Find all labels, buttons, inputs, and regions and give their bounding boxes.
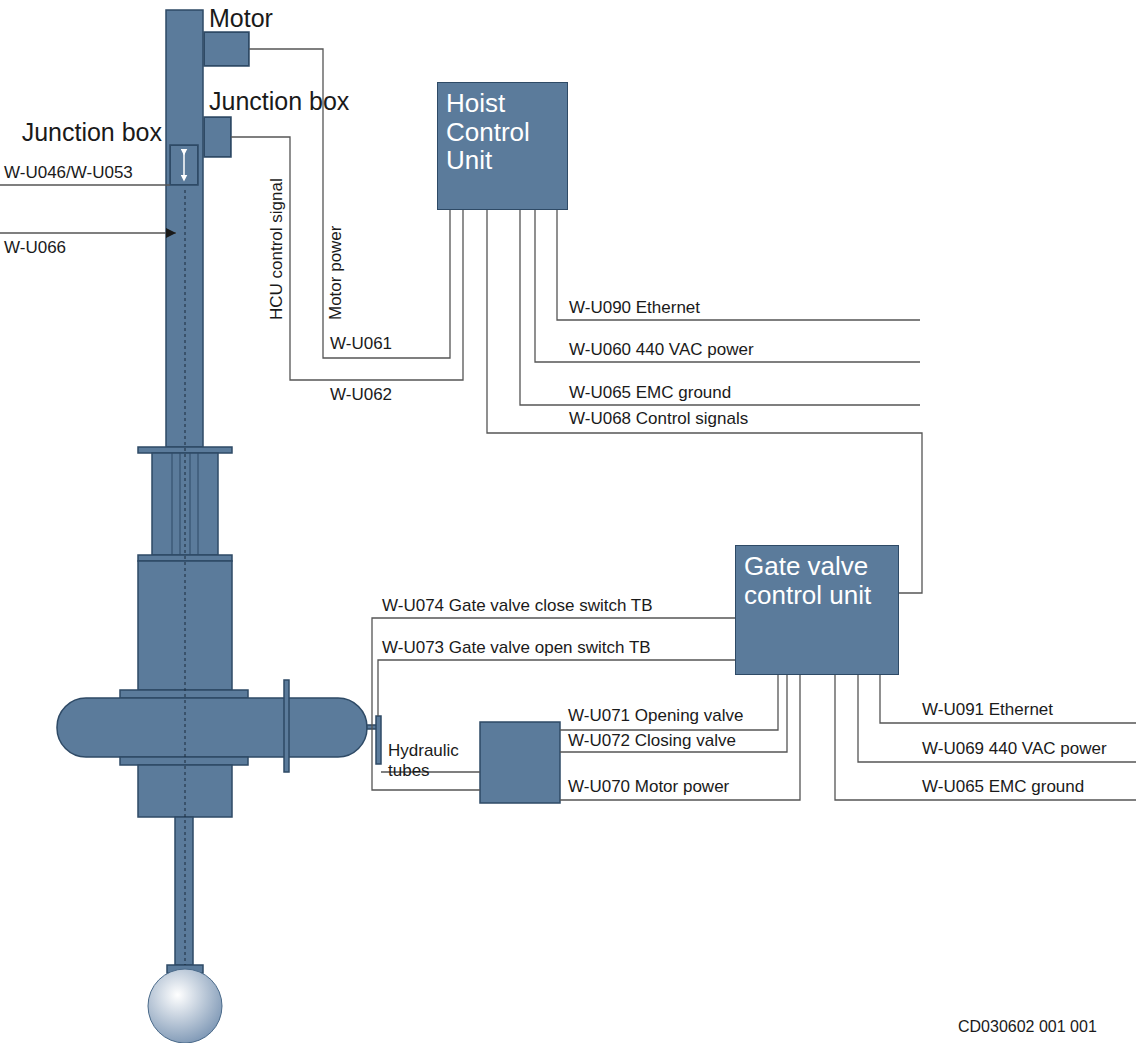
cable-label: W-U068 Control signals <box>567 409 750 429</box>
junction-box-fill <box>170 145 198 185</box>
cable-label: W-U060 440 VAC power <box>567 340 756 360</box>
cable-label: W-U066 <box>2 238 68 258</box>
flange-plate <box>284 680 289 772</box>
valve-handle <box>376 716 381 764</box>
unit-name: Hoist Control Unit <box>446 89 559 175</box>
junction-box: Junction box <box>204 117 231 157</box>
cable-label: W-U071 Opening valve <box>566 706 745 726</box>
part-label: Junction box <box>22 118 162 147</box>
valve-body <box>57 10 560 973</box>
tube-label: Hydraulic tubes <box>386 741 476 780</box>
wire <box>0 184 170 185</box>
part-label: Junction box <box>209 87 349 116</box>
cable-label: W-U072 Closing valve <box>566 731 738 751</box>
wire <box>372 618 735 790</box>
cable-label: W-U062 <box>328 385 394 405</box>
wires <box>0 185 1136 800</box>
cable-connector <box>231 137 463 380</box>
part-label: Motor <box>209 4 273 33</box>
ball <box>148 969 222 1043</box>
cable-label: W-U073 Gate valve open switch TB <box>380 638 653 658</box>
cable-label: W-U061 <box>328 334 394 354</box>
motor-box: Motor <box>204 32 249 66</box>
cable-label: W-U090 Ethernet <box>567 298 702 318</box>
cable-label: W-U046/W-U053 <box>2 163 135 183</box>
junction-box-fill <box>204 117 231 157</box>
signal-label: Motor power <box>326 224 346 322</box>
gate-housing <box>57 698 367 757</box>
wire <box>835 675 1136 800</box>
cable-label: W-U091 Ethernet <box>920 700 1055 720</box>
unit-name: Gate valve control unit <box>744 552 890 609</box>
wire <box>535 210 920 362</box>
cable-label: W-U070 Motor power <box>566 777 731 797</box>
control-unit-box: Gate valve control unit <box>735 545 899 675</box>
wire <box>560 675 800 800</box>
wire <box>858 675 1136 762</box>
collar <box>120 757 248 765</box>
wire <box>880 675 1136 723</box>
cable-label: W-U065 EMC ground <box>567 383 733 403</box>
junction-symbol <box>183 152 185 178</box>
cable-label: W-U074 Gate valve close switch TB <box>380 596 655 616</box>
collar <box>120 690 248 698</box>
signal-label: HCU control signal <box>267 176 287 322</box>
cable-connector <box>487 210 922 593</box>
wire <box>560 675 778 730</box>
shaft <box>175 817 193 965</box>
wire <box>0 232 176 233</box>
cable-label: W-U065 EMC ground <box>920 777 1086 797</box>
motor-fill <box>204 32 249 66</box>
drawing-number: CD030602 001 001 <box>956 1018 1099 1036</box>
wire <box>557 210 920 320</box>
wire <box>560 675 787 752</box>
hydraulic-unit <box>480 722 560 803</box>
cable-label: W-U069 440 VAC power <box>920 739 1109 759</box>
junction-box: Junction box <box>170 145 198 185</box>
center-line <box>185 190 186 965</box>
control-unit-box: Hoist Control Unit <box>437 82 568 210</box>
wire <box>520 210 920 405</box>
